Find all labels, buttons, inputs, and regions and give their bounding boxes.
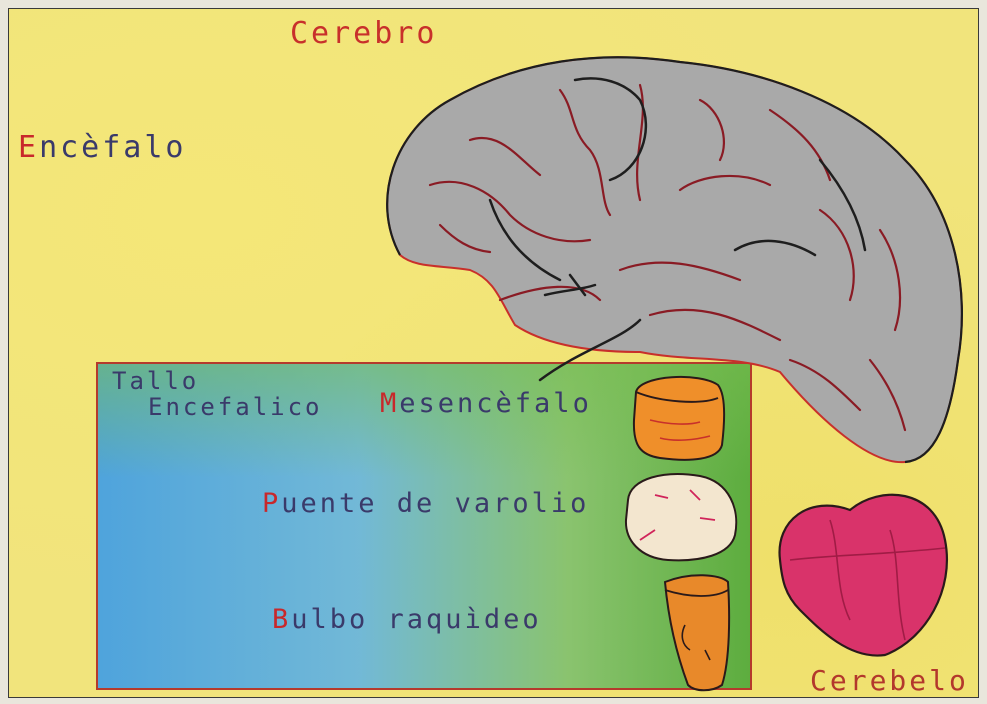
label-tallo-line1: Tallo — [112, 367, 200, 395]
label-tallo-line2: Encefalico — [148, 393, 323, 421]
label-initial-letter: E — [18, 130, 40, 165]
label-initial-letter: B — [272, 604, 292, 635]
cerebrum-drawing — [386, 56, 963, 464]
label-initial-letter: P — [262, 488, 282, 519]
label-puente-de-varolio: Puente de varolio — [262, 488, 590, 519]
label-tallo-encefalico: Tallo Encefalico — [112, 368, 323, 420]
label-mesencefalo: Mesencèfalo — [380, 388, 592, 419]
label-cerebro: Cerebro — [290, 16, 438, 51]
medulla-drawing — [663, 574, 731, 692]
label-initial-letter: M — [380, 388, 400, 419]
midbrain-drawing — [632, 375, 726, 461]
label-bulbo-raquideo: Bulbo raquìdeo — [272, 604, 542, 635]
label-cerebelo: Cerebelo — [810, 664, 969, 697]
pons-drawing — [624, 473, 738, 562]
label-encefalo: Encèfalo — [18, 130, 187, 165]
cerebellum-drawing — [778, 493, 948, 657]
